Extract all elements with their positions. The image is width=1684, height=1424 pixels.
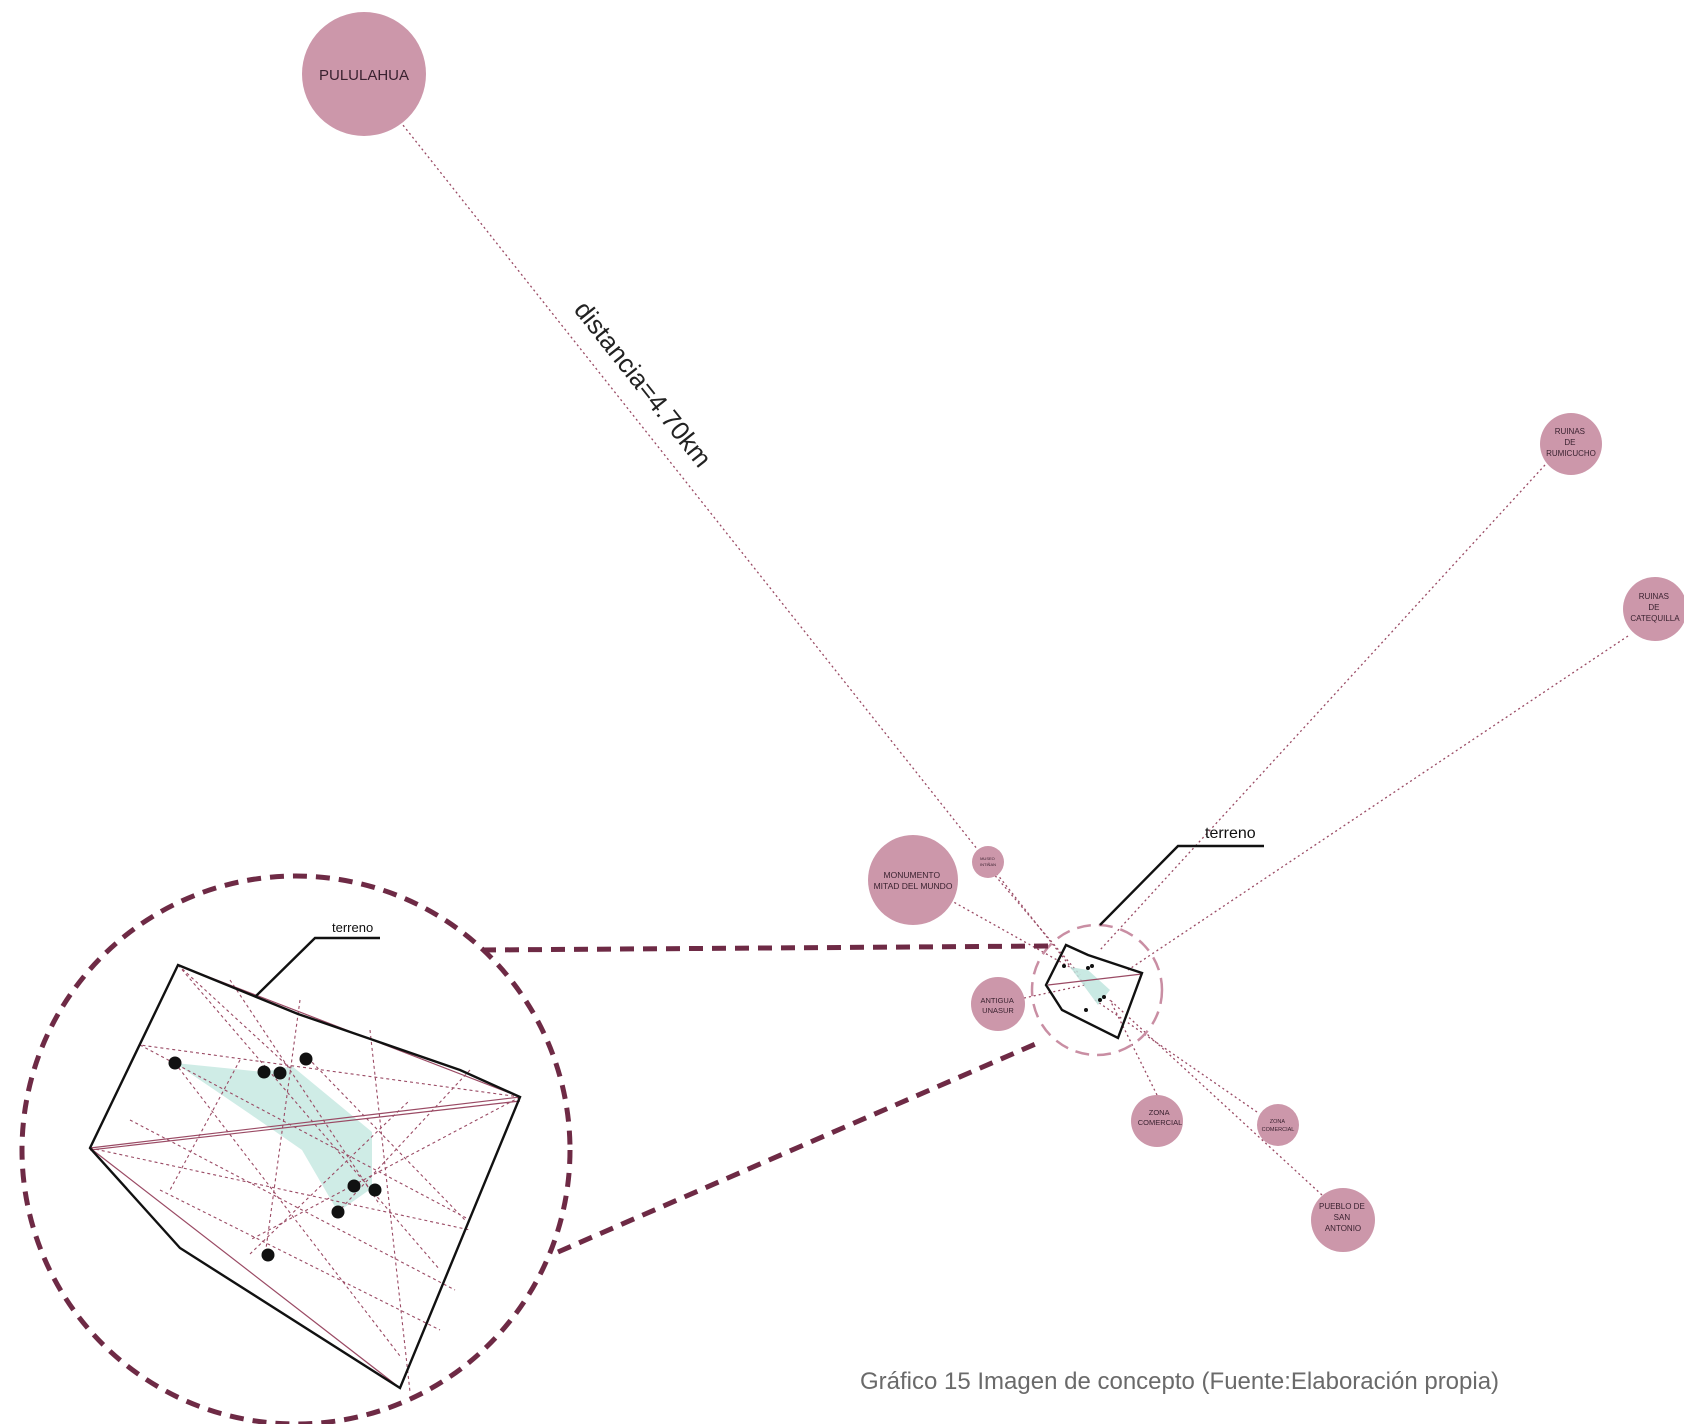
zoom-point [347, 1179, 361, 1193]
zoom-point [257, 1065, 271, 1079]
site-zoom: terreno [19, 873, 573, 1424]
svg-text:ANTIGUA UNASUR: ANTIGUA UNASUR [980, 996, 1015, 1015]
poi-rumicucho: RUINAS DE RUMICUCHO [1540, 413, 1602, 475]
poi-catequilla-label-2: DE [1648, 603, 1659, 612]
site-small: terreno [1030, 825, 1264, 1057]
site-green-area [1070, 967, 1110, 1005]
svg-text:MONUMENTO MITAD DEL MUND: MONUMENTO MITAD DEL MUNDO [874, 870, 953, 891]
line-zona-comercial-1 [1109, 999, 1158, 1096]
svg-text:ZONA COMERCIAL: ZONA COMERCIAL [1138, 1108, 1183, 1127]
poi-museo-label-2: INTIÑAN [980, 862, 996, 867]
poi-zona-comercial-2-label-2: COMERCIAL [1262, 1127, 1295, 1133]
poi-rumicucho-label-1: RUINAS [1555, 427, 1585, 436]
site-label: terreno [1205, 825, 1256, 842]
poi-unasur-label-2: UNASUR [982, 1006, 1014, 1015]
poi-catequilla-label-1: RUINAS [1639, 592, 1669, 601]
poi-monumento-label-2: MITAD DEL MUNDO [874, 881, 953, 891]
poi-pululahua-label: PULULAHUA [319, 67, 409, 84]
poi-zona-comercial-1-label-1: ZONA [1149, 1108, 1170, 1117]
line-unasur [1023, 984, 1086, 999]
line-pueblo [1109, 999, 1323, 1196]
poi-museo-label-1: MUSEO [980, 856, 995, 861]
poi-rumicucho-label-2: DE [1564, 438, 1575, 447]
line-zona-comercial-2 [1094, 999, 1258, 1113]
poi-zona-comercial-1: ZONA COMERCIAL [1131, 1095, 1183, 1147]
line-pululahua [371, 85, 1086, 986]
site-outline-small [1044, 943, 1144, 1040]
zoom-point [368, 1183, 382, 1197]
svg-text:PUEBLO DE SAN ANTO: PUEBLO DE SAN ANTONIO [1319, 1202, 1367, 1233]
site-focus-circle [1030, 923, 1164, 1057]
zoom-point [261, 1248, 275, 1262]
svg-text:ZONA COMERCIAL: ZONA COMERCIAL [1262, 1119, 1295, 1133]
zoom-circle [19, 873, 573, 1424]
svg-text:MUSEO INTIÑAN: MUSEO INTIÑAN [980, 856, 996, 867]
distance-label: distancia=4.70km [568, 295, 718, 473]
poi-unasur-label-1: ANTIGUA [980, 996, 1013, 1005]
zoom-green-area [175, 1063, 372, 1212]
svg-text:RUINAS DE RUMICUCH: RUINAS DE RUMICUCHO [1546, 427, 1596, 458]
zoom-point [273, 1066, 287, 1080]
line-museo [991, 871, 1081, 976]
figure-caption: Gráfico 15 Imagen de concepto (Fuente:El… [860, 1368, 1500, 1395]
poi-zona-comercial-2-label-1: ZONA [1270, 1119, 1286, 1125]
site-leader [1099, 844, 1264, 926]
zoom-point [299, 1052, 313, 1066]
poi-rumicucho-label-3: RUMICUCHO [1546, 449, 1596, 458]
poi-unasur: ANTIGUA UNASUR [971, 977, 1025, 1031]
poi-pueblo-label-3: ANTONIO [1325, 1224, 1361, 1233]
zoom-leader [255, 936, 380, 997]
poi-pueblo-label-1: PUEBLO DE [1319, 1202, 1365, 1211]
poi-pueblo: PUEBLO DE SAN ANTONIO [1311, 1188, 1375, 1252]
poi-monumento: MONUMENTO MITAD DEL MUNDO [868, 835, 958, 925]
zoom-construction-lines [89, 964, 521, 1393]
poi-catequilla-label-3: CATEQUILLA [1630, 614, 1680, 623]
zoom-point [331, 1205, 345, 1219]
poi-zona-comercial-2: ZONA COMERCIAL [1257, 1104, 1299, 1146]
line-catequilla [1127, 635, 1629, 971]
poi-pululahua: PULULAHUA [302, 12, 426, 136]
poi-museo: MUSEO INTIÑAN [972, 846, 1004, 878]
zoom-label: terreno [332, 920, 373, 935]
line-rumicucho [1099, 464, 1546, 951]
zoom-points [168, 1052, 382, 1262]
zoom-connectors [481, 943, 1051, 1255]
zoom-site-outline [88, 963, 522, 1390]
poi-monumento-label-1: MONUMENTO [884, 870, 941, 880]
zoom-point [168, 1056, 182, 1070]
svg-text:RUINAS DE CATEQUIL: RUINAS DE CATEQUILLA [1630, 592, 1680, 623]
poi-zona-comercial-1-label-2: COMERCIAL [1138, 1118, 1183, 1127]
poi-catequilla: RUINAS DE CATEQUILLA [1623, 577, 1684, 641]
line-monumento [949, 899, 1076, 971]
poi-pueblo-label-2: SAN [1334, 1213, 1351, 1222]
